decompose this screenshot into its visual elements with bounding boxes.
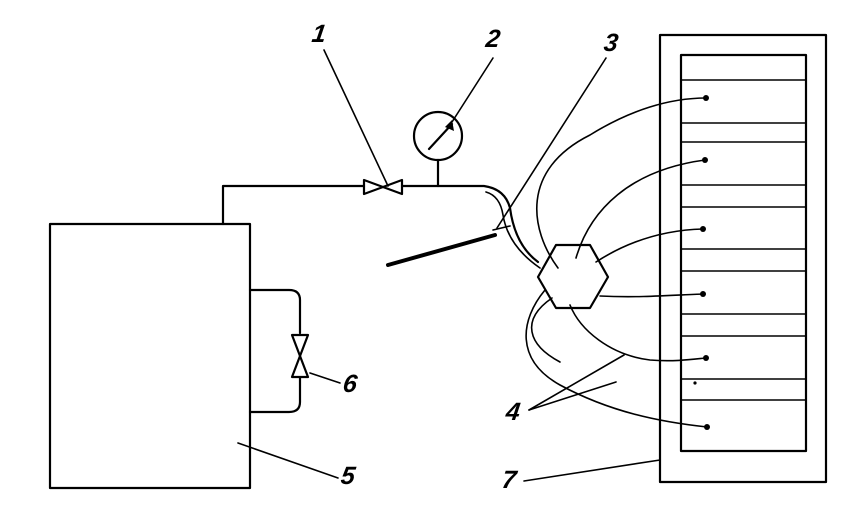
probe-needle-edge xyxy=(492,225,511,231)
supply-pipe xyxy=(221,184,540,264)
leader-lines xyxy=(237,49,661,482)
container-box xyxy=(48,222,252,490)
wire-endpoints xyxy=(693,95,710,430)
side-loop-pipe xyxy=(248,288,302,414)
sensor-wires xyxy=(525,97,708,428)
valve-1-symbol xyxy=(362,178,404,196)
pressure-gauge xyxy=(412,110,464,188)
hexagon-distributor xyxy=(536,243,610,310)
valve-6-symbol xyxy=(290,333,310,379)
supply-pipe-inner xyxy=(485,191,541,269)
panel-frame xyxy=(658,33,828,484)
probe-needle xyxy=(386,233,497,267)
